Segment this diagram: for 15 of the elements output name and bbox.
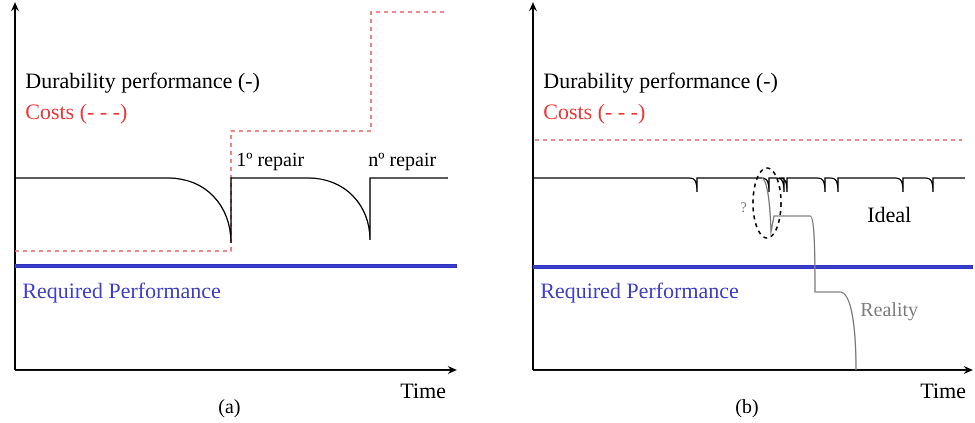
axis-label: Costs (- - -) xyxy=(544,104,644,124)
annotation: Reality xyxy=(860,302,918,320)
panel-label: (b) xyxy=(736,399,758,418)
axis-label: Time xyxy=(920,383,966,398)
line-label: Required Performance xyxy=(540,282,738,303)
line-label: Required Performance xyxy=(22,282,220,303)
panel-label: (a) xyxy=(219,399,240,418)
axis-label: Durability performance (-) xyxy=(544,72,777,93)
annotation: ? xyxy=(741,202,746,212)
annotation: Ideal xyxy=(868,206,911,222)
annotation: 1º repair xyxy=(238,152,304,170)
axis-label: Time xyxy=(400,383,446,398)
axis-label: Durability performance (-) xyxy=(26,72,259,93)
axis-label: Costs (- - -) xyxy=(26,104,126,124)
annotation: nº repair xyxy=(368,152,436,170)
